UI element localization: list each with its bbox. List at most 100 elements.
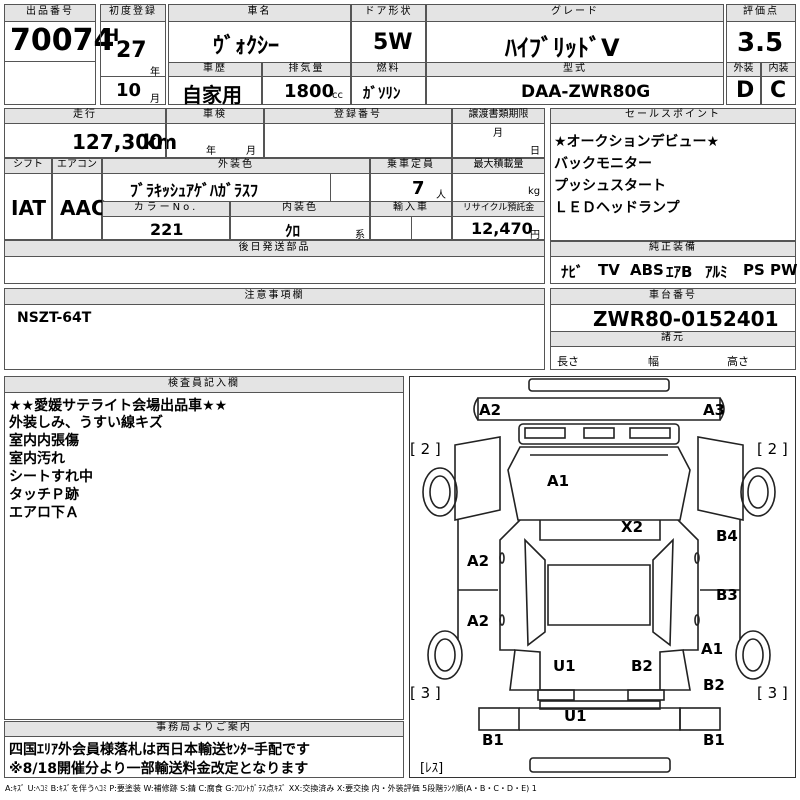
lot-number: 70074 [10, 23, 115, 58]
sales-point-3: プッシュスタート [554, 178, 666, 194]
damage-u1-tail: U1 [553, 657, 576, 675]
color-no-value: 221 [150, 220, 184, 239]
interior-box [761, 76, 796, 105]
equip-pw: PW [770, 261, 798, 279]
chassis-value: ZWR80-0152401 [593, 307, 779, 331]
equip-abs: ABS [630, 261, 664, 279]
office-box [4, 736, 404, 778]
first-reg-era: H [105, 26, 120, 46]
score-value: 3.5 [737, 28, 784, 58]
capacity-label: 乗車定員 [370, 158, 452, 174]
damage-a3-top: A3 [703, 401, 726, 419]
reg-no-box [264, 123, 452, 158]
damage-b2-tail: B2 [631, 657, 653, 675]
doors-value: 5W [373, 30, 413, 55]
interior-value: C [770, 78, 787, 103]
mileage-label: 走行 [4, 108, 166, 124]
inspection-year-unit: 年 [206, 146, 216, 157]
transfer-month-unit: 月 [493, 128, 503, 139]
history-label: 車歴 [168, 62, 262, 77]
inspection-label: 車検 [166, 108, 264, 124]
damage-a2-left-1: A2 [467, 552, 490, 570]
shift-box [4, 173, 52, 240]
fuel-label: 燃料 [351, 62, 426, 77]
year-unit: 年 [150, 67, 160, 78]
recycle-value: 12,470 [471, 219, 533, 238]
damage-a1-right: A1 [701, 640, 724, 658]
bracket-bottom-right: [ 3 ] [757, 684, 788, 702]
history-value: 自家用 [182, 83, 242, 107]
lot-label: 出品番号 [4, 4, 96, 22]
damage-a2-top: A2 [479, 401, 502, 419]
interior-label: 内装 [761, 62, 796, 77]
inspection-box [166, 123, 264, 158]
first-reg-label: 初度登録 [100, 4, 166, 22]
sales-point-2: バックモニター [554, 156, 652, 172]
color-no-label: カラーNo. [102, 201, 230, 217]
model-value: DAA-ZWR80G [521, 82, 651, 102]
max-load-label: 最大積載量 [452, 158, 545, 174]
sales-point-4: ＬＥＤヘッドランプ [554, 200, 680, 216]
int-color-value: ｸﾛ [285, 222, 301, 240]
exterior-value: D [736, 78, 755, 103]
int-color-unit: 系 [355, 230, 365, 241]
inspector-line-5: シートすれ中 [9, 469, 93, 485]
inspection-month-unit: 月 [246, 146, 256, 157]
reg-no-label: 登録番号 [264, 108, 452, 124]
transfer-box [452, 123, 545, 158]
first-reg-year: 27 [116, 38, 147, 63]
color-label: 外装色 [102, 158, 370, 174]
damage-b1-left: B1 [482, 731, 504, 749]
damage-b3: B3 [716, 586, 738, 604]
first-reg-month: 10 [116, 80, 142, 101]
equipment-box [550, 256, 796, 284]
model-box [426, 76, 724, 105]
import-divider [411, 216, 412, 240]
office-line-2: ※8/18開催分より一部輸送料金改定となります [9, 761, 309, 777]
sales-points-label: セールスポイント [550, 108, 796, 124]
legend: A:ｷｽﾞ U:ﾍｺﾐ B:ｷｽﾞを伴うﾍｺﾐ P:要塗装 W:補修跡 S:錆 … [5, 784, 537, 793]
equipment-label: 純正装備 [550, 241, 796, 257]
inspector-line-2: 外装しみ、うすい線キズ [9, 415, 163, 431]
damage-x2: X2 [621, 518, 644, 536]
fuel-box [351, 76, 426, 105]
dims-box [550, 346, 796, 370]
history-box [168, 76, 262, 105]
bracket-les: [ﾚｽ] [420, 761, 444, 776]
damage-a2-left-2: A2 [467, 612, 490, 630]
lot-blank [4, 61, 96, 105]
notes-value: NSZT-64T [17, 310, 92, 326]
bracket-top-left: [ 2 ] [410, 440, 441, 458]
damage-u1-bumper: U1 [564, 707, 587, 725]
capacity-value: 7 [412, 178, 425, 199]
car-name: ｳﾞｫｸｼｰ [213, 34, 280, 59]
notes-box [4, 304, 545, 370]
bracket-top-right: [ 2 ] [757, 440, 788, 458]
dims-width: 幅 [648, 355, 659, 368]
damage-diagram [409, 376, 796, 778]
shift-label: シフト [4, 158, 52, 174]
aircon-label: エアコン [52, 158, 102, 174]
inspector-box [4, 392, 404, 720]
aircon-box [52, 173, 102, 240]
equip-alloy: ｱﾙﾐ [705, 263, 728, 281]
equip-navi: ﾅﾋﾞ [561, 263, 584, 281]
displacement-value: 1800 [284, 81, 335, 102]
office-line-1: 四国ｴﾘｱ外会員様落札は西日本輸送ｾﾝﾀｰ手配です [9, 742, 310, 758]
month-unit: 月 [150, 94, 160, 105]
sales-points-box [550, 123, 796, 241]
exterior-box [726, 76, 761, 105]
dims-length: 長さ [557, 355, 579, 368]
mileage-box [4, 123, 166, 158]
model-label: 型式 [426, 62, 724, 77]
int-color-box [230, 216, 370, 240]
first-reg-month-box [100, 76, 166, 105]
damage-b1-right: B1 [703, 731, 725, 749]
dims-label: 諸元 [550, 331, 796, 347]
mileage-unit: km [143, 130, 178, 154]
notes-label: 注意事項欄 [4, 288, 545, 305]
import-label: 輸入車 [370, 201, 452, 217]
color-divider [330, 173, 331, 202]
recycle-unit: 円 [530, 230, 540, 241]
car-name-label: 車名 [168, 4, 351, 22]
